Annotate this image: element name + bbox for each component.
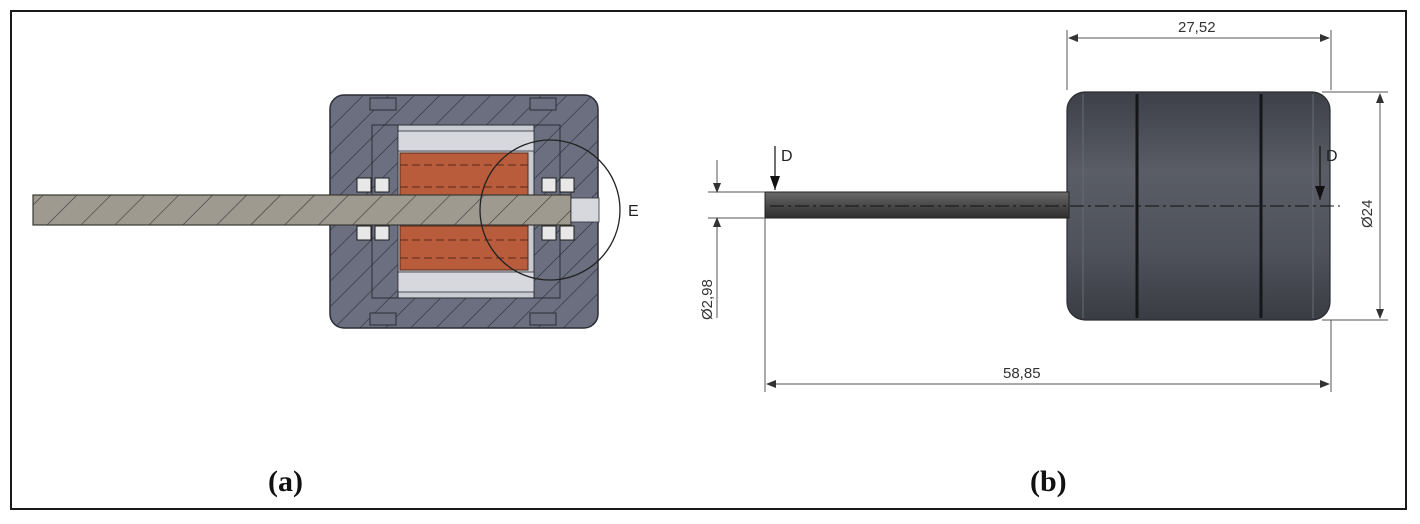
detail-circle-e bbox=[479, 139, 621, 281]
dim-shaft-diameter: Ø2,98 bbox=[699, 279, 716, 320]
dim-body-diameter: Ø24 bbox=[1359, 200, 1376, 228]
section-label-d-right: D bbox=[1326, 148, 1338, 165]
caption-b: (b) bbox=[1030, 465, 1067, 498]
caption-a: (a) bbox=[268, 465, 303, 498]
figure-frame bbox=[10, 10, 1407, 510]
coil-lower bbox=[399, 225, 529, 271]
coil-upper bbox=[399, 152, 529, 198]
rail-bottom bbox=[397, 271, 535, 293]
dim-total-length: 58,85 bbox=[1003, 365, 1041, 382]
section-view-a: E bbox=[32, 94, 639, 329]
shaft-section bbox=[32, 194, 572, 226]
bearings bbox=[356, 177, 575, 241]
dim-body-length: 27,52 bbox=[1178, 19, 1216, 36]
detail-label-e: E bbox=[628, 203, 639, 220]
motor-shaft bbox=[764, 191, 1070, 219]
section-label-d-left: D bbox=[781, 148, 793, 165]
side-view-b: D D 27,52 Ø24 Ø2,98 58,85 bbox=[699, 19, 1388, 392]
rail-top bbox=[397, 130, 535, 152]
